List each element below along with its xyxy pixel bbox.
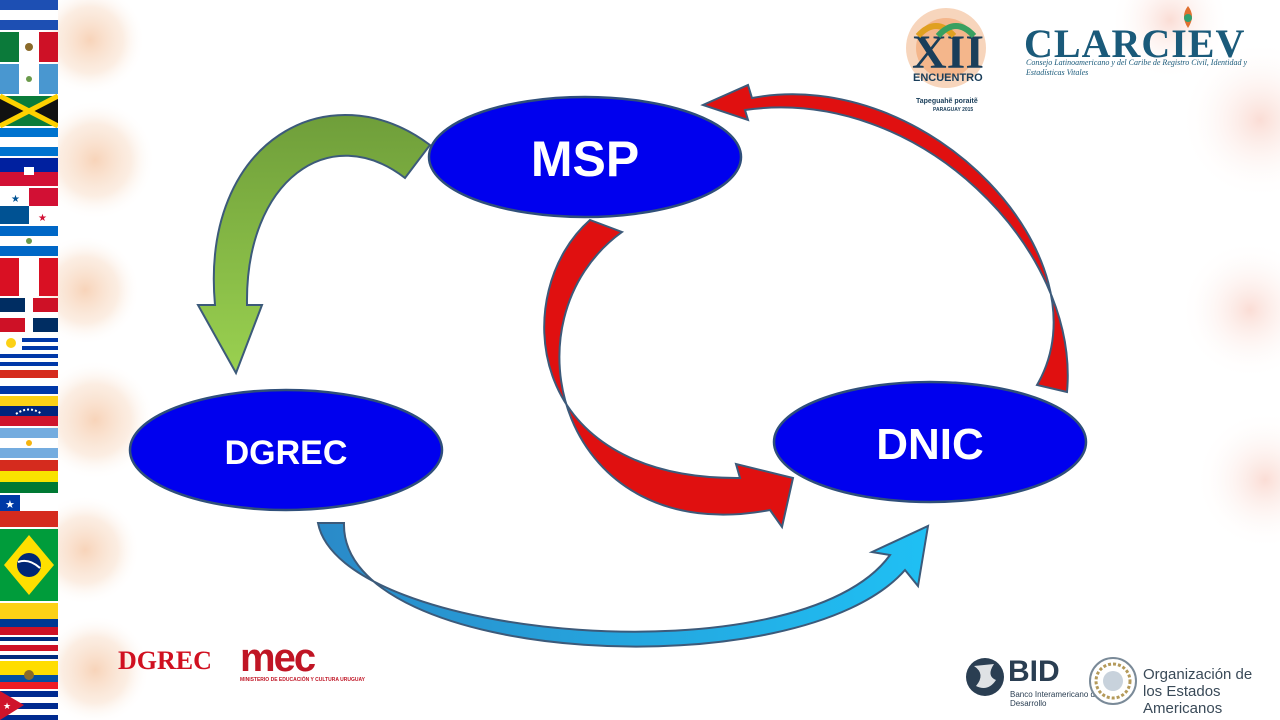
- arrow-msp-to-dgrec: [196, 114, 432, 376]
- node-dnic: [772, 380, 1088, 504]
- svg-text:★: ★: [11, 194, 20, 205]
- flag-cuba: ★: [0, 691, 58, 720]
- arrow-dgrec-to-dnic: [316, 522, 930, 648]
- mec-logo: mec: [240, 636, 316, 680]
- flag-panama: ★★: [0, 188, 58, 224]
- flag-bolivia: [0, 460, 58, 493]
- flag-mexico: [0, 32, 58, 62]
- svg-text:★: ★: [3, 701, 11, 711]
- flag-dominican-republic: [0, 298, 58, 332]
- location-label: PARAGUAY 2015: [933, 107, 974, 113]
- flag-costa-rica: [0, 637, 58, 659]
- svg-text:★: ★: [38, 213, 47, 224]
- clarciev-emblem: XII: [906, 8, 986, 88]
- node-dgrec: [128, 388, 444, 512]
- flag-venezuela: [0, 396, 58, 426]
- flag-argentina: [0, 428, 58, 458]
- node-dgrec-label: DGREC: [225, 434, 348, 472]
- arrow-dnic-to-msp: [700, 83, 1069, 394]
- bid-subtitle: Banco Interamericano de Desarrollo: [1010, 690, 1100, 708]
- node-msp: [427, 95, 743, 219]
- right-flower-pattern: [1110, 0, 1280, 550]
- clarciev-title: CLARCIEV: [1024, 21, 1246, 66]
- oea-seal-icon: [1089, 657, 1137, 705]
- bid-logo-text: BID: [1008, 655, 1060, 688]
- flag-haiti: [0, 158, 58, 186]
- node-dnic-label: DNIC: [876, 420, 984, 469]
- arrow-msp-to-dnic: [543, 218, 795, 530]
- flag-ecuador: [0, 661, 58, 689]
- flag-jamaica: [0, 93, 58, 129]
- encuentro-label: ENCUENTRO: [913, 72, 983, 84]
- node-msp-label: MSP: [531, 131, 639, 187]
- clarciev-subtitle: Consejo Latinoamericano y del Caribe de …: [1026, 58, 1248, 77]
- flag-honduras: [0, 128, 58, 156]
- dgrec-logo: DGREC: [118, 646, 212, 675]
- flag-colombia: [0, 603, 58, 635]
- oea-logo-text: Organización de los Estados Americanos: [1143, 666, 1253, 717]
- flag-brazil: [0, 529, 58, 601]
- bid-globe-icon: [966, 658, 1004, 696]
- clarciev-drop-icon: [1184, 6, 1192, 28]
- flag-el-salvador: [0, 0, 58, 30]
- flags-strip: ★★ ★ ★: [0, 0, 58, 720]
- flag-uruguay: [0, 334, 58, 368]
- svg-text:★: ★: [5, 499, 15, 511]
- tagline-label: Tapeguahẽ poraitẽ: [916, 98, 978, 105]
- flag-guatemala: [0, 64, 58, 94]
- flag-nicaragua: [0, 226, 58, 256]
- flag-peru: [0, 258, 58, 296]
- flag-paraguay: [0, 370, 58, 394]
- flag-chile: ★: [0, 495, 58, 527]
- mec-subtitle: MINISTERIO DE EDUCACIÓN Y CULTURA URUGUA…: [240, 677, 365, 683]
